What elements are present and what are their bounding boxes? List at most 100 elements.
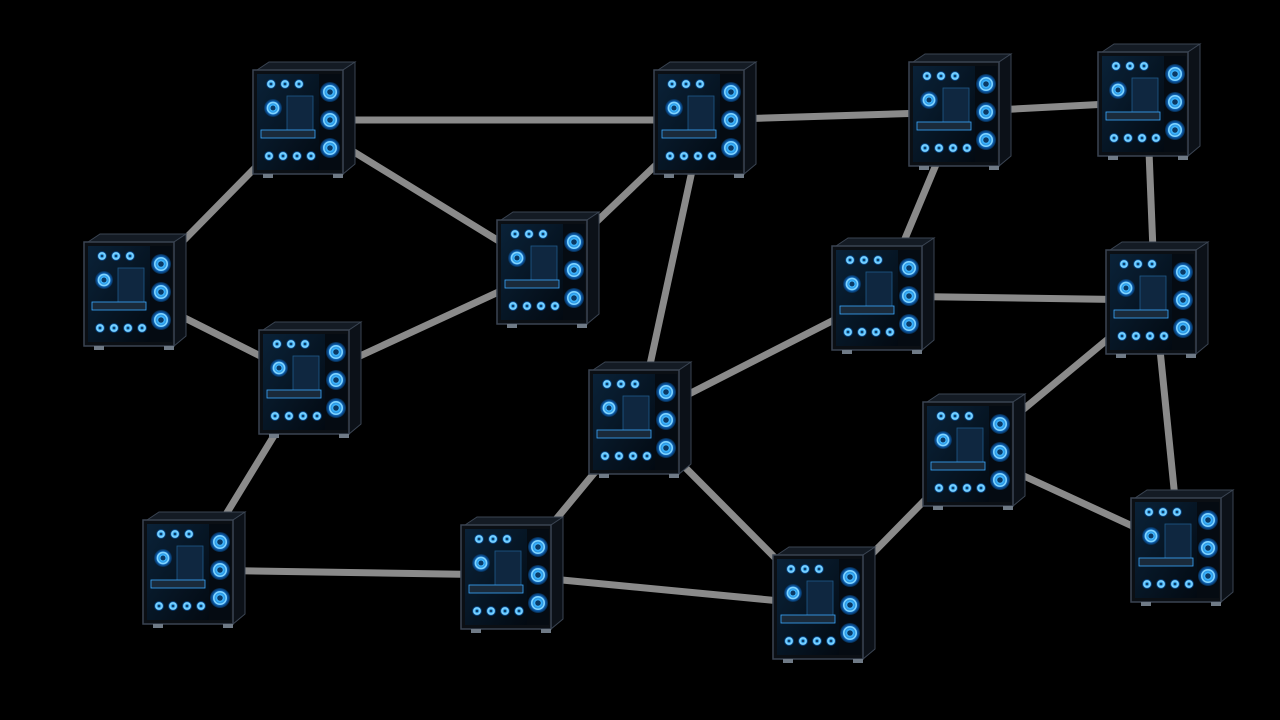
fan-ring [567, 234, 582, 249]
fan-ring [124, 324, 132, 332]
fan-ring [1159, 508, 1167, 516]
case-side [1195, 241, 1209, 356]
fan-hub [1145, 582, 1149, 586]
fan-ring [1176, 264, 1191, 279]
fan-hub [663, 445, 669, 451]
fan-ring [1201, 512, 1216, 527]
fan-hub [631, 454, 635, 458]
fan-hub [297, 82, 301, 86]
case-top [925, 393, 1027, 403]
fan-ring [126, 252, 134, 260]
fan-hub [937, 146, 941, 150]
fan-hub [790, 590, 796, 596]
fan-ring [902, 288, 917, 303]
fan-ring [1201, 569, 1216, 584]
fan-ring [659, 384, 674, 399]
fan-hub [1112, 136, 1116, 140]
fan-hub [1173, 582, 1177, 586]
fan-hub [535, 572, 541, 578]
fan-ring [629, 452, 637, 460]
fan-ring [474, 556, 488, 570]
case-top [591, 361, 693, 371]
fan-ring [1118, 332, 1126, 340]
fan-hub [906, 293, 912, 299]
fan-hub [539, 304, 543, 308]
fan-ring [963, 144, 971, 152]
fan-hub [951, 486, 955, 490]
fan-ring [1168, 94, 1183, 109]
case-top [911, 53, 1013, 63]
fan-hub [541, 232, 545, 236]
fan-ring [525, 230, 533, 238]
case-foot [664, 174, 674, 178]
fan-hub [684, 82, 688, 86]
fan-hub [1128, 64, 1132, 68]
pc-case-icon [772, 546, 877, 663]
fan-hub [327, 145, 333, 151]
fan-ring [724, 84, 739, 99]
fan-ring [801, 565, 809, 573]
fan-hub [1172, 71, 1178, 77]
fan-hub [953, 74, 957, 78]
fan-ring [858, 328, 866, 336]
pc-case-icon [252, 61, 357, 178]
pc-case-icon [142, 511, 247, 628]
fan-ring [515, 607, 523, 615]
fan-ring [567, 262, 582, 277]
fan-hub [682, 154, 686, 158]
fan-ring [1160, 332, 1168, 340]
fan-hub [937, 486, 941, 490]
fan-ring [1140, 62, 1148, 70]
motherboard [117, 267, 145, 309]
motherboard [1139, 275, 1167, 317]
fan-ring [785, 637, 793, 645]
fan-ring [185, 530, 193, 538]
fan-hub [571, 239, 577, 245]
case-top [1133, 489, 1235, 499]
fan-ring [1148, 260, 1156, 268]
fan-ring [155, 602, 163, 610]
fan-hub [728, 145, 734, 151]
fan-ring [329, 401, 344, 416]
fan-ring [567, 291, 582, 306]
fan-hub [663, 389, 669, 395]
fan-ring [1132, 332, 1140, 340]
fan-ring [935, 144, 943, 152]
fan-ring [501, 607, 509, 615]
fan-ring [531, 596, 546, 611]
fan-hub [671, 105, 677, 111]
fan-hub [967, 414, 971, 418]
case-foot [599, 474, 609, 478]
fan-ring [510, 251, 524, 265]
fan-ring [937, 72, 945, 80]
fan-hub [283, 82, 287, 86]
fan-hub [173, 532, 177, 536]
fan-hub [939, 74, 943, 78]
case-foot [933, 506, 943, 510]
motherboard [1131, 77, 1159, 119]
fan-hub [815, 639, 819, 643]
fan-hub [160, 555, 166, 561]
gpu [266, 389, 322, 399]
fan-ring [949, 484, 957, 492]
fan-ring [936, 433, 950, 447]
fan-hub [333, 377, 339, 383]
fan-ring [993, 473, 1008, 488]
case-foot [339, 434, 349, 438]
fan-hub [1136, 262, 1140, 266]
fan-hub [633, 382, 637, 386]
fan-hub [1134, 334, 1138, 338]
fan-hub [185, 604, 189, 608]
case-foot [1141, 602, 1151, 606]
motherboard [494, 550, 522, 592]
fan-hub [1123, 285, 1129, 291]
fan-hub [275, 342, 279, 346]
case-side [586, 211, 600, 326]
fan-ring [112, 252, 120, 260]
fan-ring [110, 324, 118, 332]
fan-hub [888, 330, 892, 334]
gpu [504, 279, 560, 289]
case-side [342, 61, 356, 176]
fan-hub [158, 317, 164, 323]
fan-hub [1162, 334, 1166, 338]
